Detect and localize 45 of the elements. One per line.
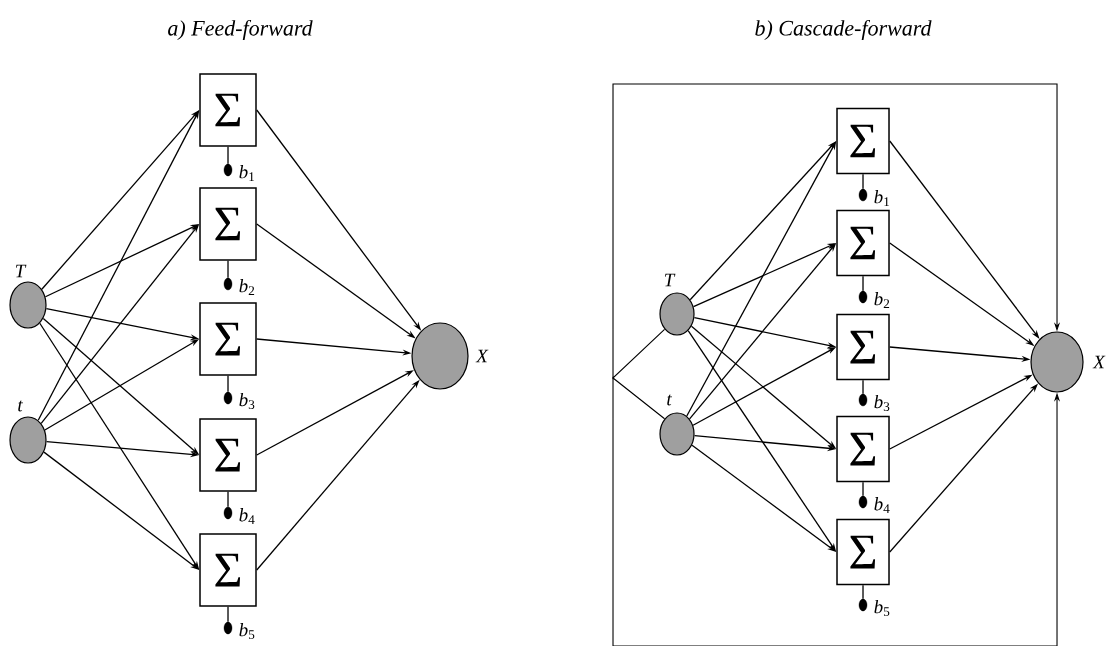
output-neuron	[1030, 331, 1084, 393]
node-label: b$_{4}$	[874, 497, 890, 513]
summation-box: Σ	[836, 415, 890, 483]
node-label: t	[18, 400, 24, 412]
node-label: b$_{3}$	[239, 392, 255, 410]
connector-line	[862, 379, 864, 395]
connector-line	[227, 606, 229, 623]
node-label: X	[1092, 355, 1106, 369]
node-label: t	[667, 394, 673, 406]
connector-line	[862, 481, 864, 497]
summation-box: Σ	[199, 302, 257, 376]
summation-box: Σ	[836, 107, 890, 175]
connector-line	[227, 146, 229, 165]
node-label: T	[664, 273, 676, 287]
node-label: b$_{4}$	[239, 508, 255, 524]
node-label: X	[475, 349, 489, 363]
input-neuron	[659, 292, 695, 336]
connector-line	[862, 275, 864, 292]
arrow	[612, 83, 1061, 380]
summation-box: Σ	[836, 209, 890, 277]
input-neuron	[659, 412, 695, 456]
summation-box: Σ	[199, 418, 257, 492]
node-label: b$_{2}$	[239, 279, 255, 295]
summation-box: Σ	[836, 313, 890, 381]
connector-line	[227, 375, 229, 393]
connector-line	[862, 173, 864, 190]
input-neuron	[9, 281, 47, 329]
panel-title: b) Cascade-forward	[755, 19, 932, 41]
output-neuron	[411, 322, 469, 390]
connector-line	[862, 584, 864, 600]
node-label: b$_{2}$	[874, 292, 890, 308]
node-label: b$_{5}$	[239, 623, 255, 640]
node-label: b$_{3}$	[874, 394, 890, 412]
node-label: T	[15, 264, 27, 278]
summation-box: Σ	[199, 533, 257, 607]
connector-line	[227, 260, 229, 279]
input-neuron	[9, 416, 47, 464]
summation-box: Σ	[199, 187, 257, 261]
summation-box: Σ	[199, 73, 257, 147]
node-label: b$_{1}$	[874, 190, 890, 206]
connector-line	[227, 491, 229, 508]
node-label: b$_{5}$	[874, 600, 890, 617]
summation-box: Σ	[836, 518, 890, 586]
panel-title: a) Feed-forward	[168, 19, 313, 41]
node-label: b$_{1}$	[239, 165, 255, 181]
